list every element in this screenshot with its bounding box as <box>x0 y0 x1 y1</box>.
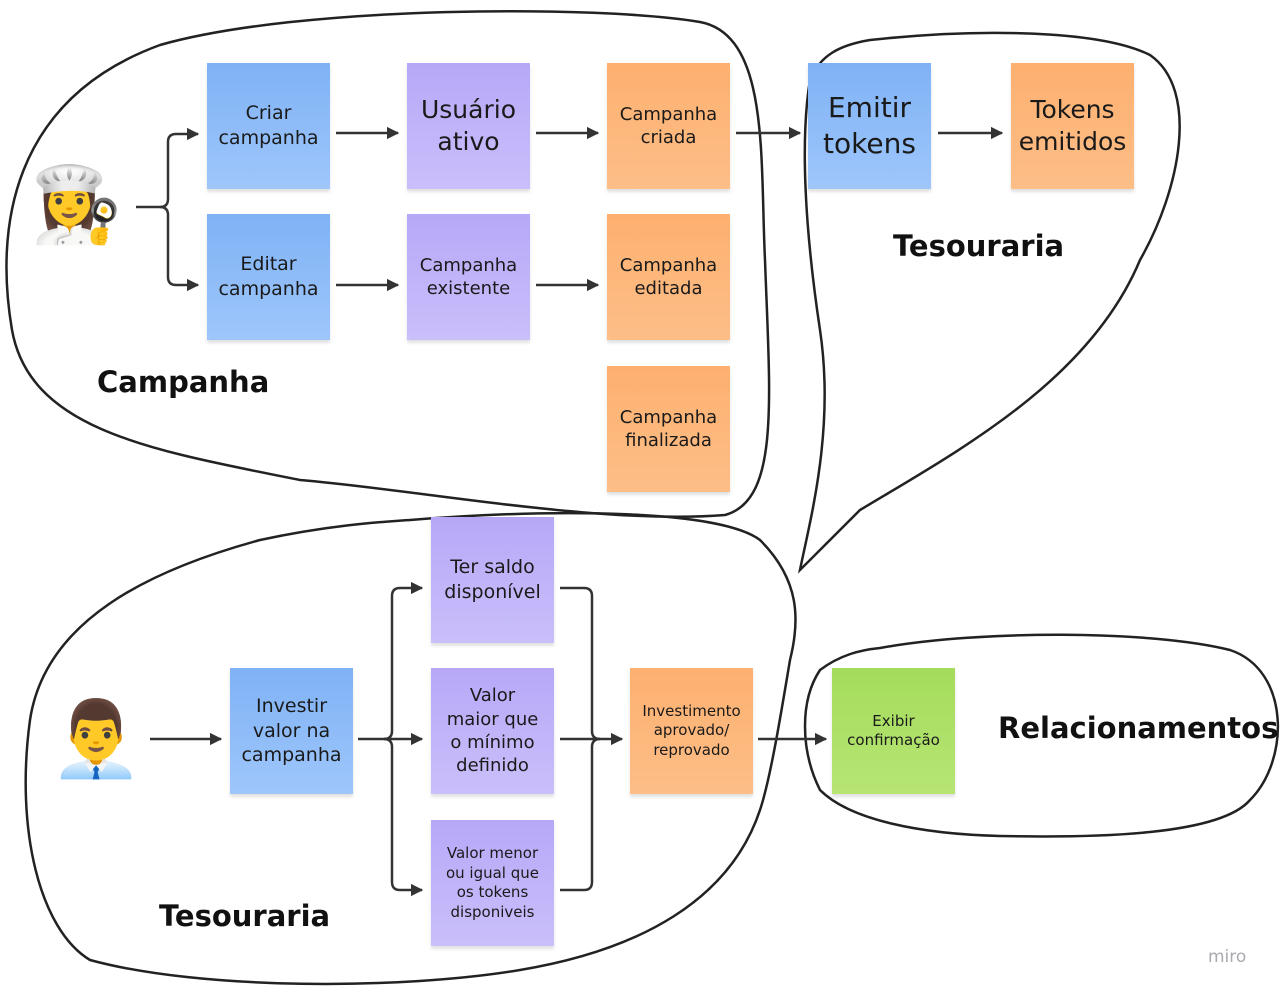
connector-saldo-merge <box>560 586 601 741</box>
note-valor-menor[interactable]: Valor menor ou igual que os tokens dispo… <box>431 820 554 946</box>
region-label-tesouraria-bottom: Tesouraria <box>159 899 331 933</box>
region-label-tesouraria-top: Tesouraria <box>893 229 1065 263</box>
note-criar-campanha[interactable]: Criar campanha <box>207 63 330 189</box>
note-campanha-finalizada[interactable]: Campanha finalizada <box>607 366 730 492</box>
note-exibir-confirmacao[interactable]: Exibir confirmação <box>832 668 955 794</box>
region-outline-relacionamentos <box>803 633 1280 838</box>
note-valor-maior[interactable]: Valor maior que o mínimo definido <box>431 668 554 794</box>
connector-chef-branch-lower <box>159 205 200 292</box>
connector-investir-branch-up <box>358 581 424 741</box>
investor-avatar-icon: 👨‍💼 <box>50 696 143 782</box>
connector-chef-branch <box>136 127 200 209</box>
region-outline-tesouraria-top <box>797 31 1181 574</box>
region-outline-campanha <box>5 10 771 518</box>
note-emitir-tokens[interactable]: Emitir tokens <box>808 63 931 189</box>
note-ter-saldo-disponivel[interactable]: Ter saldo disponível <box>431 517 554 643</box>
chef-avatar-icon: 👩‍🍳 <box>30 162 123 248</box>
note-usuario-ativo[interactable]: Usuário ativo <box>407 63 530 189</box>
note-investir-valor[interactable]: Investir valor na campanha <box>230 668 353 794</box>
connector-menor-merge <box>560 737 601 892</box>
note-campanha-existente[interactable]: Campanha existente <box>407 214 530 340</box>
note-campanha-editada[interactable]: Campanha editada <box>607 214 730 340</box>
note-editar-campanha[interactable]: Editar campanha <box>207 214 330 340</box>
note-campanha-criada[interactable]: Campanha criada <box>607 63 730 189</box>
region-outline-tesouraria-bottom <box>24 511 797 986</box>
note-tokens-emitidos[interactable]: Tokens emitidos <box>1011 63 1134 189</box>
region-label-relacionamentos: Relacionamentos <box>998 711 1279 745</box>
miro-watermark: miro <box>1208 947 1247 967</box>
connector-investir-branch-down <box>383 737 424 897</box>
region-label-campanha: Campanha <box>97 365 270 399</box>
note-investimento-aprovado[interactable]: Investimento aprovado/ reprovado <box>630 668 753 794</box>
